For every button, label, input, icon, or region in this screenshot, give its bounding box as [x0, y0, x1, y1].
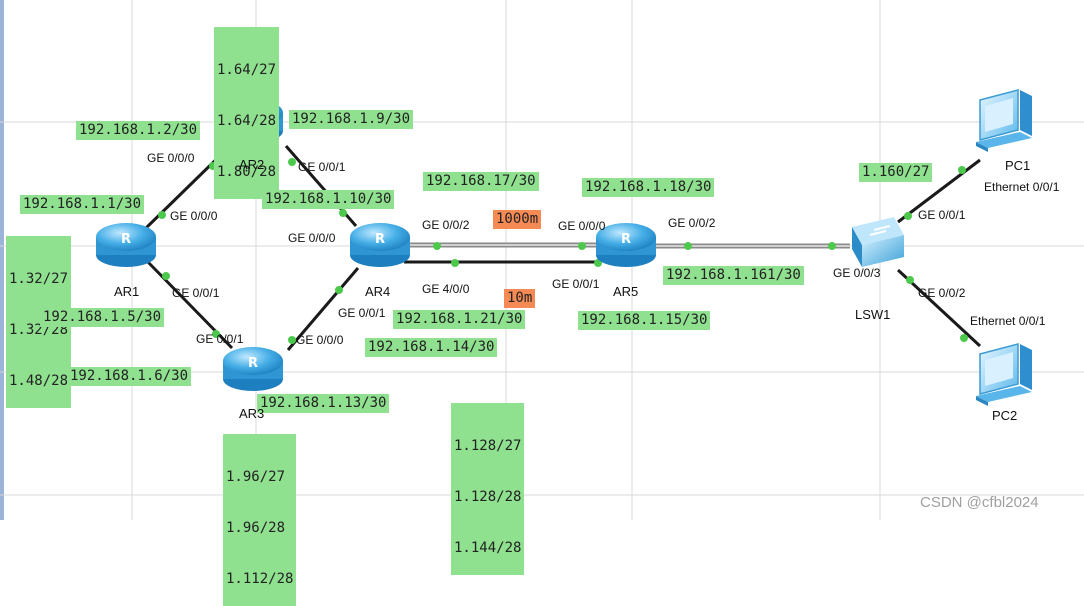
port-label: GE 0/0/1: [552, 277, 600, 291]
subnet-label: 1.128/28: [454, 489, 522, 505]
port-label: GE 0/0/1: [196, 332, 244, 346]
ip-label: 192.168.1.1/30: [20, 195, 145, 214]
switch-icon[interactable]: [852, 217, 904, 267]
port-label: GE 0/0/0: [170, 209, 218, 223]
subnet-label: 1.128/27: [454, 438, 522, 454]
port-label: Ethernet 0/0/1: [970, 314, 1046, 328]
subnet-label: 1.64/28: [217, 113, 277, 129]
port-label: GE 0/0/0: [288, 231, 336, 245]
port-label: GE 0/0/2: [422, 218, 470, 232]
pc-icon[interactable]: [976, 343, 1032, 406]
subnet-label: 1.96/28: [226, 520, 286, 536]
svg-text:R: R: [248, 356, 258, 371]
port-label: GE 0/0/1: [918, 208, 966, 222]
ip-label: 192.168.1.14/30: [365, 338, 498, 357]
ip-label: 192.168.1.161/30: [663, 266, 804, 285]
ip-label: 192.168.1.9/30: [289, 110, 414, 129]
device-name-ar5: AR5: [613, 284, 639, 299]
background-grid: [0, 0, 1084, 520]
bandwidth-label-1000m: 1000m: [493, 210, 542, 229]
subnet-block-top: 1.64/27 1.64/28 1.80/28: [214, 27, 280, 199]
device-name-pc1: PC1: [1005, 158, 1031, 173]
device-name-ar2: AR2: [239, 157, 265, 172]
router-icon[interactable]: R: [596, 223, 656, 267]
port-label: Ethernet 0/0/1: [984, 180, 1060, 194]
svg-text:R: R: [121, 232, 131, 247]
ip-label: 192.168.1.15/30: [578, 311, 711, 330]
window-frame-left: [0, 0, 4, 520]
ip-label: 192.168.1.13/30: [257, 394, 390, 413]
subnet-label: 1.96/27: [226, 469, 286, 485]
subnet-block-bottom-left: 1.96/27 1.96/28 1.112/28: [223, 434, 297, 606]
subnet-label: 1.64/27: [217, 62, 277, 78]
port-label: GE 0/0/0: [558, 219, 606, 233]
router-icon[interactable]: R: [350, 223, 410, 267]
svg-text:R: R: [375, 232, 385, 247]
device-name-pc2: PC2: [992, 408, 1018, 423]
ip-label: 192.168.1.2/30: [76, 121, 201, 140]
ip-label: 192.168.1.5/30: [40, 308, 165, 327]
port-dots: [158, 158, 968, 344]
port-label: GE 0/0/2: [918, 286, 966, 300]
port-label: GE 0/0/2: [668, 216, 716, 230]
port-label: GE 0/0/0: [296, 333, 344, 347]
port-label: GE 0/0/3: [833, 266, 881, 280]
port-label: GE 0/0/1: [338, 306, 386, 320]
subnet-label: 1.144/28: [454, 540, 522, 556]
subnet-label: 1.112/28: [226, 571, 294, 587]
device-name-ar1: AR1: [114, 284, 140, 299]
device-name-lsw1: LSW1: [855, 307, 891, 322]
watermark: CSDN @cfbl2024: [920, 494, 1039, 511]
port-label: GE 0/0/1: [172, 286, 220, 300]
ip-label: 192.168.1.21/30: [393, 310, 526, 329]
router-icon[interactable]: R: [223, 347, 283, 391]
port-label: GE 0/0/1: [298, 160, 346, 174]
subnet-label: 1.48/28: [9, 373, 69, 389]
pc-icon[interactable]: [976, 89, 1032, 152]
subnet-label: 1.32/27: [9, 271, 69, 287]
ip-label: 192.168.17/30: [423, 172, 539, 191]
topology-canvas: R R R R R: [0, 0, 1084, 520]
router-icon[interactable]: R: [96, 223, 156, 267]
subnet-block-left: 1.32/27 1.32/28 1.48/28: [6, 236, 72, 408]
device-name-ar4: AR4: [365, 284, 391, 299]
link-lsw-pc1: [897, 158, 981, 224]
ip-label: 192.168.1.18/30: [582, 178, 715, 197]
link-ar3-ar4: [286, 267, 360, 351]
port-label: GE 0/0/0: [147, 151, 195, 165]
port-label: GE 4/0/0: [422, 282, 470, 296]
subnet-label: 1.80/28: [217, 164, 277, 180]
device-name-ar3: AR3: [239, 406, 265, 421]
ip-label: 192.168.1.10/30: [262, 190, 395, 209]
svg-text:R: R: [621, 232, 631, 247]
ip-label: 192.168.1.6/30: [67, 367, 192, 386]
subnet-block-bottom-mid: 1.128/27 1.128/28 1.144/28: [451, 403, 525, 575]
ip-label: 1.160/27: [859, 163, 933, 182]
bandwidth-label-10m: 10m: [504, 289, 536, 308]
